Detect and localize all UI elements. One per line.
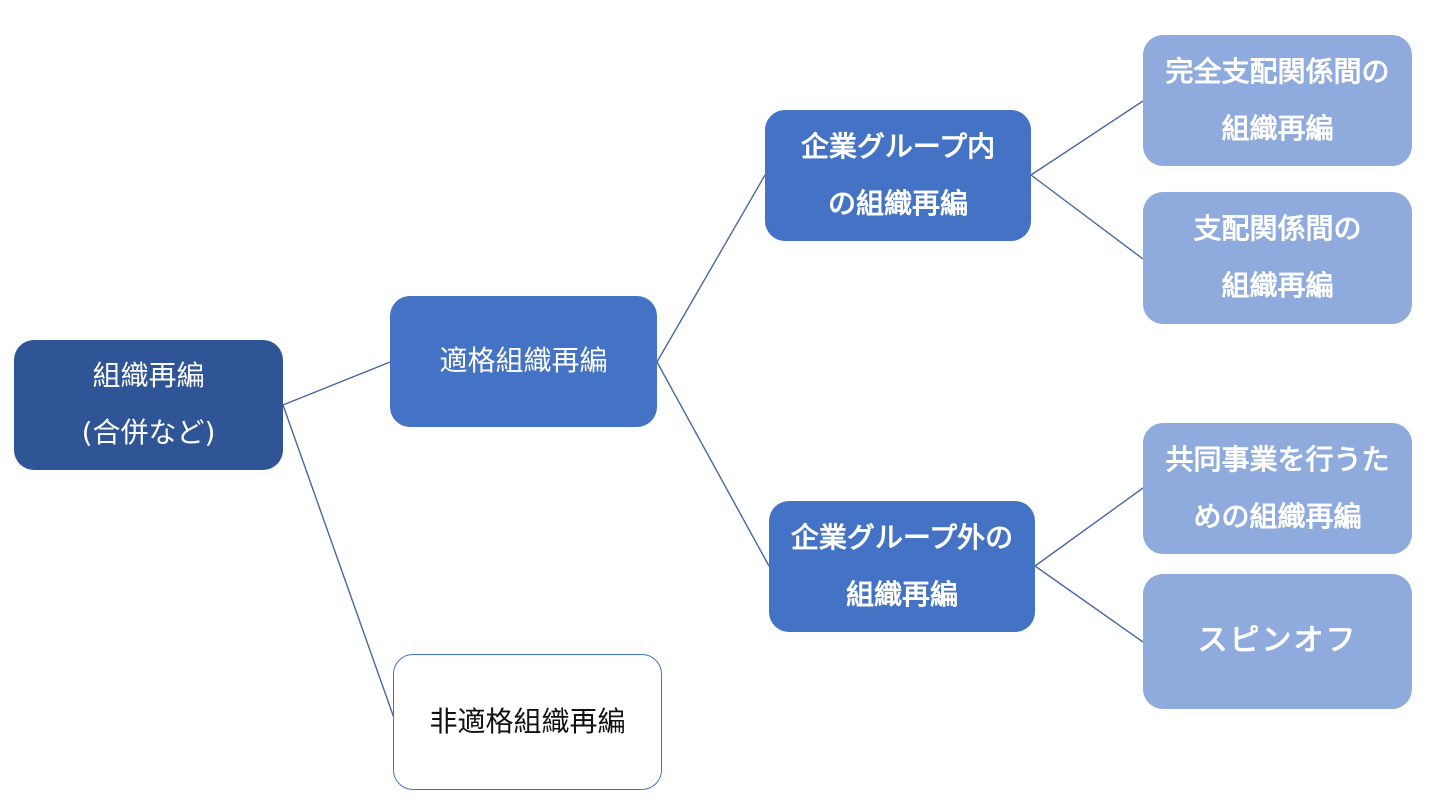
node-outside-group: 企業グループ外の 組織再編 xyxy=(769,501,1035,632)
node-control-label-line2: 組織再編 xyxy=(1221,269,1334,302)
node-spin-off-label: スピンオフ xyxy=(1197,623,1358,659)
node-intra-group-label-line2: の組織再編 xyxy=(827,186,968,220)
edge-root-non-qualified xyxy=(282,404,395,719)
node-root-label-line1: 組織再編 xyxy=(92,359,205,393)
node-full-control-label-line1: 完全支配関係間の xyxy=(1165,54,1390,88)
node-full-control-label-line2: 組織再編 xyxy=(1221,111,1334,145)
edge-intra-control xyxy=(1030,174,1144,260)
node-full-control: 完全支配関係間の 組織再編 xyxy=(1143,35,1412,166)
node-joint-business-label-line1: 共同事業を行うた xyxy=(1165,442,1390,476)
node-intra-group-label-line1: 企業グループ内 xyxy=(800,129,996,163)
node-joint-business: 共同事業を行うた めの組織再編 xyxy=(1143,423,1412,554)
edge-intra-full-control xyxy=(1030,100,1144,176)
node-non-qualified: 非適格組織再編 xyxy=(393,654,662,790)
edge-outside-spin-off xyxy=(1034,565,1144,643)
edge-qualified-outside-group xyxy=(656,361,770,567)
node-non-qualified-label: 非適格組織再編 xyxy=(429,704,626,738)
edge-outside-joint-business xyxy=(1034,487,1144,567)
edge-qualified-intra-group xyxy=(656,174,766,363)
node-outside-group-label-line1: 企業グループ外の xyxy=(790,520,1014,554)
node-control-label-line1: 支配関係間の xyxy=(1193,212,1362,246)
node-qualified: 適格組織再編 xyxy=(390,296,657,427)
node-spin-off: スピンオフ xyxy=(1143,574,1412,709)
node-root-label-line2: (合併など) xyxy=(81,416,216,449)
node-control: 支配関係間の 組織再編 xyxy=(1143,192,1412,324)
edge-root-qualified xyxy=(282,361,391,406)
node-root: 組織再編 (合併など) xyxy=(14,340,283,470)
node-joint-business-label-line2: めの組織再編 xyxy=(1193,499,1362,533)
node-qualified-label: 適格組織再編 xyxy=(439,344,608,378)
node-outside-group-label-line2: 組織再編 xyxy=(845,577,958,611)
node-intra-group: 企業グループ内 の組織再編 xyxy=(765,110,1031,241)
